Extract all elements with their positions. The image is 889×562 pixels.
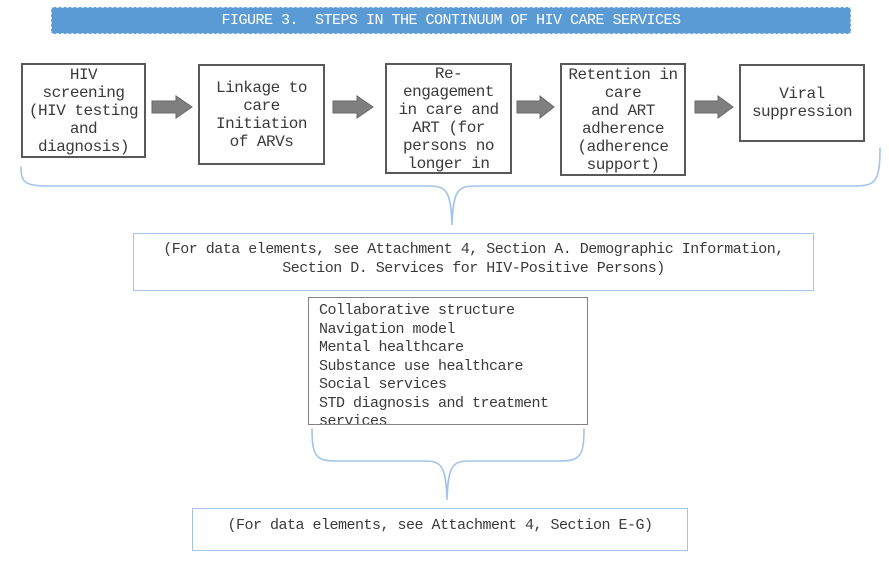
flow-step-retention-in-care: Retention in care and ART adherence (adh… [560, 63, 686, 176]
top-curly-brace [20, 147, 881, 226]
right-arrow-icon [694, 95, 734, 119]
flow-step-linkage-to-care: Linkage to care Initiation of ARVs [198, 64, 325, 165]
note-text: (For data elements, see Attachment 4, Se… [163, 241, 784, 277]
right-arrow-icon [332, 95, 374, 119]
flow-step-viral-suppression: Viral suppression [739, 64, 865, 142]
flow-step-hiv-screening: HIV screening (HIV testing and diagnosis… [21, 63, 146, 158]
figure-title: FIGURE 3. STEPS IN THE CONTINUUM OF HIV … [221, 12, 681, 29]
flow-step-label: Linkage to care Initiation of ARVs [215, 78, 308, 151]
services-list-text: Collaborative structure Navigation model… [319, 302, 549, 425]
right-arrow-icon [151, 95, 193, 119]
flow-step-label: Viral suppression [751, 85, 853, 121]
flow-step-label: HIV screening (HIV testing and diagnosis… [28, 65, 139, 156]
flow-step-re-engagement: Re- engagement in care and ART (for pers… [385, 63, 512, 174]
note-demographic-data-elements: (For data elements, see Attachment 4, Se… [133, 233, 814, 291]
flow-step-label: Re- engagement in care and ART (for pers… [398, 64, 499, 173]
note-section-eg-data-elements: (For data elements, see Attachment 4, Se… [192, 508, 688, 551]
flow-step-label: Retention in care and ART adherence (adh… [568, 65, 678, 174]
bottom-curly-brace [311, 428, 585, 501]
figure-title-bar: FIGURE 3. STEPS IN THE CONTINUUM OF HIV … [51, 7, 851, 34]
supportive-services-list-box: Collaborative structure Navigation model… [308, 297, 588, 425]
right-arrow-icon [516, 94, 555, 120]
note-text: (For data elements, see Attachment 4, Se… [227, 517, 653, 534]
